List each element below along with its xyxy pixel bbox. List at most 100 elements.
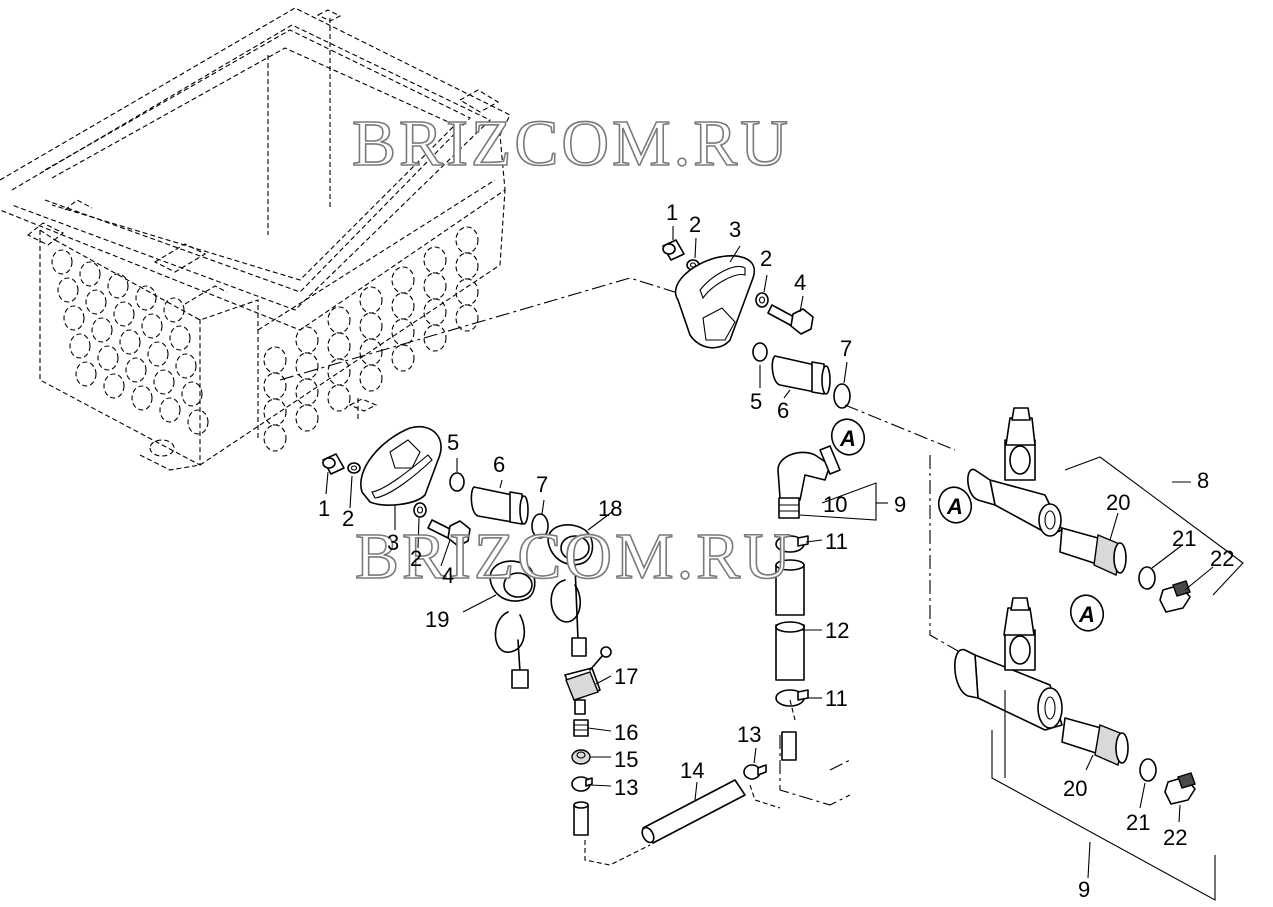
callout-13-right: 13 bbox=[737, 722, 761, 747]
cap-19-with-tether bbox=[489, 560, 536, 689]
spacer-sleeve-1-left bbox=[322, 453, 345, 475]
tank-hole bbox=[79, 261, 101, 287]
coupling-6-upper bbox=[771, 355, 831, 395]
callout-14: 14 bbox=[680, 758, 704, 783]
tank-hole bbox=[455, 226, 479, 254]
tank-hole bbox=[455, 278, 479, 306]
spacer-sleeve-1-upper bbox=[662, 239, 685, 261]
connection-marker-a-elbow: A bbox=[830, 418, 866, 456]
tank-hole bbox=[327, 384, 351, 412]
tank-hole bbox=[359, 312, 383, 340]
callout-12: 12 bbox=[825, 618, 849, 643]
callout-15: 15 bbox=[614, 747, 638, 772]
tank-hole bbox=[455, 252, 479, 280]
tank-hole bbox=[175, 353, 197, 379]
callout-4-upper: 4 bbox=[794, 270, 806, 295]
tee-valve-lower bbox=[954, 597, 1063, 731]
hose-section-12 bbox=[775, 559, 805, 681]
tank-hole bbox=[391, 266, 415, 294]
callout-21-upper: 21 bbox=[1172, 526, 1196, 551]
callout-2-left-b: 2 bbox=[410, 546, 422, 571]
callout-5-left: 5 bbox=[447, 430, 459, 455]
tank-hole bbox=[119, 329, 141, 355]
tank-hole bbox=[141, 313, 163, 339]
callout-22-lower: 22 bbox=[1163, 825, 1187, 850]
svg-text:A: A bbox=[946, 494, 963, 519]
tank-hole bbox=[187, 409, 209, 435]
tank-hole bbox=[63, 305, 85, 331]
callout-2-upper-b: 2 bbox=[760, 246, 772, 271]
hose-nipple-16 bbox=[573, 719, 589, 737]
washer-2-upper-b bbox=[755, 292, 769, 308]
tank-hole bbox=[125, 357, 147, 383]
callout-11-lower: 11 bbox=[825, 686, 848, 711]
callout-9-lower: 9 bbox=[1078, 877, 1090, 902]
callout-20-upper: 20 bbox=[1106, 490, 1130, 515]
bolt-4-left bbox=[427, 519, 471, 547]
tank-hole bbox=[103, 373, 125, 399]
bracket-plate-3-left bbox=[360, 425, 442, 506]
o-ring-7-left bbox=[531, 513, 549, 539]
svg-text:A: A bbox=[839, 426, 856, 451]
callout-5-upper: 5 bbox=[750, 389, 762, 414]
callout-6-left: 6 bbox=[493, 452, 505, 477]
o-ring-7-upper bbox=[833, 383, 851, 409]
tank-hole bbox=[423, 246, 447, 274]
tank-hole bbox=[263, 398, 287, 426]
callout-20-lower: 20 bbox=[1063, 776, 1087, 801]
callout-19: 19 bbox=[425, 607, 449, 632]
hose-clamp-11-upper bbox=[775, 535, 809, 553]
tank-hole bbox=[147, 341, 169, 367]
tank-hole bbox=[51, 249, 73, 275]
tank-hole bbox=[169, 325, 191, 351]
callout-labels: 1 2 3 2 4 7 5 6 5 6 7 18 1 2 3 2 4 19 17… bbox=[318, 200, 1234, 902]
tank-hole bbox=[295, 352, 319, 380]
tank-hole-pattern bbox=[51, 226, 479, 452]
leader-lines bbox=[325, 226, 1244, 901]
tank-hole bbox=[327, 332, 351, 360]
hose-clamp-11-lower bbox=[775, 689, 809, 707]
callout-7-upper: 7 bbox=[840, 336, 852, 361]
connection-marker-a-left: A bbox=[937, 486, 973, 524]
washer-21-lower bbox=[1139, 758, 1157, 782]
tank-hole bbox=[153, 369, 175, 395]
tank-hole bbox=[135, 285, 157, 311]
tank-hole bbox=[263, 346, 287, 374]
tank-hole bbox=[75, 361, 97, 387]
tank-hole bbox=[391, 344, 415, 372]
tank-hole bbox=[263, 372, 287, 400]
bolt-4-upper bbox=[767, 304, 814, 335]
tank-hole bbox=[131, 385, 153, 411]
callout-10: 10 bbox=[823, 492, 847, 517]
callout-1-left: 1 bbox=[318, 496, 330, 521]
tank-hole bbox=[359, 286, 383, 314]
callout-1-upper: 1 bbox=[666, 200, 678, 225]
connection-marker-a-lower: A bbox=[1069, 594, 1105, 632]
callout-9-upper: 9 bbox=[894, 492, 906, 517]
tank-hole bbox=[295, 378, 319, 406]
tank-hole bbox=[57, 277, 79, 303]
tank-hole bbox=[423, 324, 447, 352]
tank-hole bbox=[85, 289, 107, 315]
watermark-middle: BRIZCOM.RU bbox=[355, 520, 794, 593]
tank-hole bbox=[159, 397, 181, 423]
plug-22-upper bbox=[1159, 580, 1191, 613]
tank-hole bbox=[359, 338, 383, 366]
tank-hole bbox=[263, 424, 287, 452]
callout-3-upper: 3 bbox=[729, 217, 741, 242]
callout-13-left: 13 bbox=[614, 775, 638, 800]
hose-segment-left bbox=[573, 801, 589, 836]
tank-hole bbox=[391, 318, 415, 346]
callout-21-lower: 21 bbox=[1126, 810, 1150, 835]
tank-outline bbox=[0, 7, 511, 471]
tank-hole bbox=[391, 292, 415, 320]
callout-2-left-a: 2 bbox=[342, 506, 354, 531]
nut-15 bbox=[571, 749, 591, 765]
cap-18-with-tether bbox=[547, 524, 594, 657]
hose-stub bbox=[781, 731, 797, 761]
tank-hole bbox=[97, 345, 119, 371]
callout-3-left: 3 bbox=[387, 530, 399, 555]
tank-hole bbox=[91, 317, 113, 343]
tank-hole bbox=[423, 298, 447, 326]
